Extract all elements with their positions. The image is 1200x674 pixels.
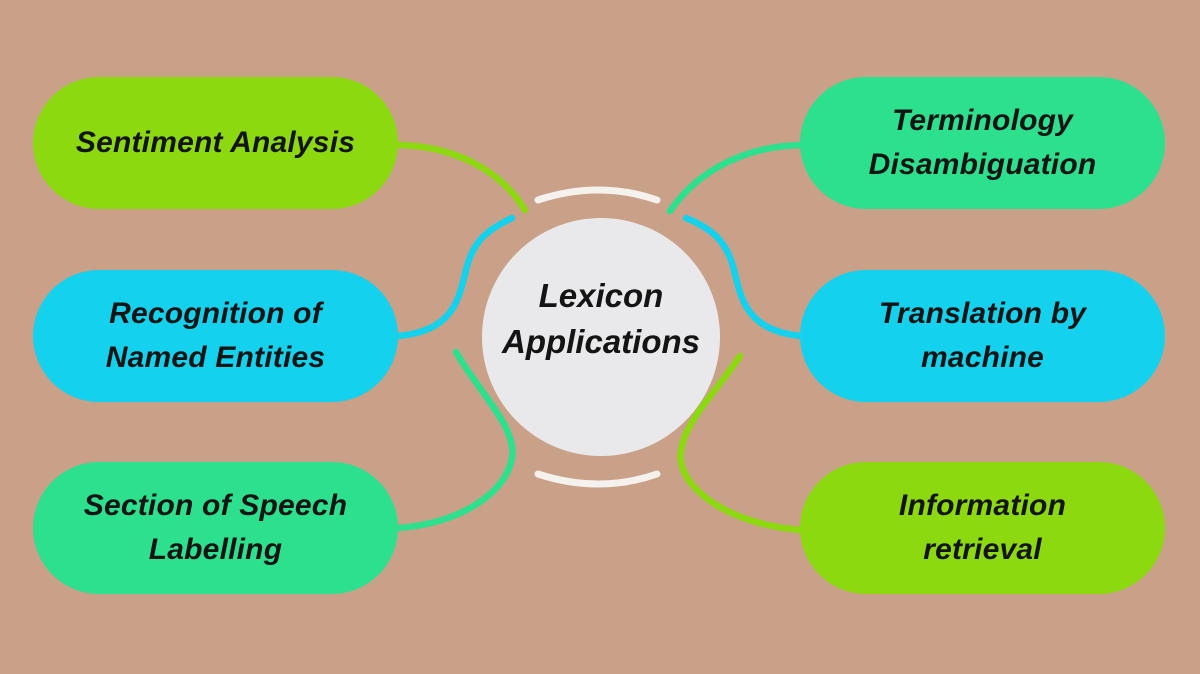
- node-label-line: Disambiguation: [868, 148, 1097, 181]
- center-label-line: Applications: [501, 323, 701, 360]
- node-label-line: Labelling: [148, 533, 283, 566]
- node-label-line: machine: [920, 341, 1045, 374]
- node-label-line: Terminology: [891, 103, 1074, 137]
- connector-information-retrieval: [677, 352, 806, 534]
- node-label-line: Recognition of: [109, 296, 322, 330]
- center-node-lexicon-applications: Lexicon Applications: [482, 218, 720, 456]
- decorative-arc-bottom: [534, 470, 661, 488]
- node-information-retrieval: Information retrieval: [800, 462, 1165, 594]
- node-recognition-named-entities: Recognition of Named Entities: [33, 270, 398, 402]
- node-label-line: Named Entities: [105, 341, 326, 374]
- center-node-label: Lexicon Applications: [502, 273, 700, 364]
- connector-sentiment-analysis: [394, 141, 529, 214]
- decorative-arc-top: [534, 186, 661, 204]
- connector-recognition-named-entities: [394, 214, 516, 340]
- connector-translation-by-machine: [682, 214, 806, 340]
- node-label-line: Sentiment Analysis: [75, 125, 356, 159]
- node-terminology-disambiguation: Terminology Disambiguation: [800, 77, 1165, 209]
- node-label-line: Information: [898, 488, 1067, 522]
- node-section-of-speech-labelling: Section of Speech Labelling: [33, 462, 398, 594]
- node-label-line: Translation by: [878, 296, 1087, 330]
- center-label-line: Lexicon: [538, 277, 664, 315]
- node-label-line: Section of Speech: [83, 488, 348, 522]
- node-label-line: retrieval: [923, 533, 1042, 566]
- connector-section-of-speech-labelling: [394, 348, 516, 532]
- connector-terminology-disambiguation: [666, 141, 806, 215]
- node-translation-by-machine: Translation by machine: [800, 270, 1165, 402]
- node-sentiment-analysis: Sentiment Analysis: [33, 77, 398, 209]
